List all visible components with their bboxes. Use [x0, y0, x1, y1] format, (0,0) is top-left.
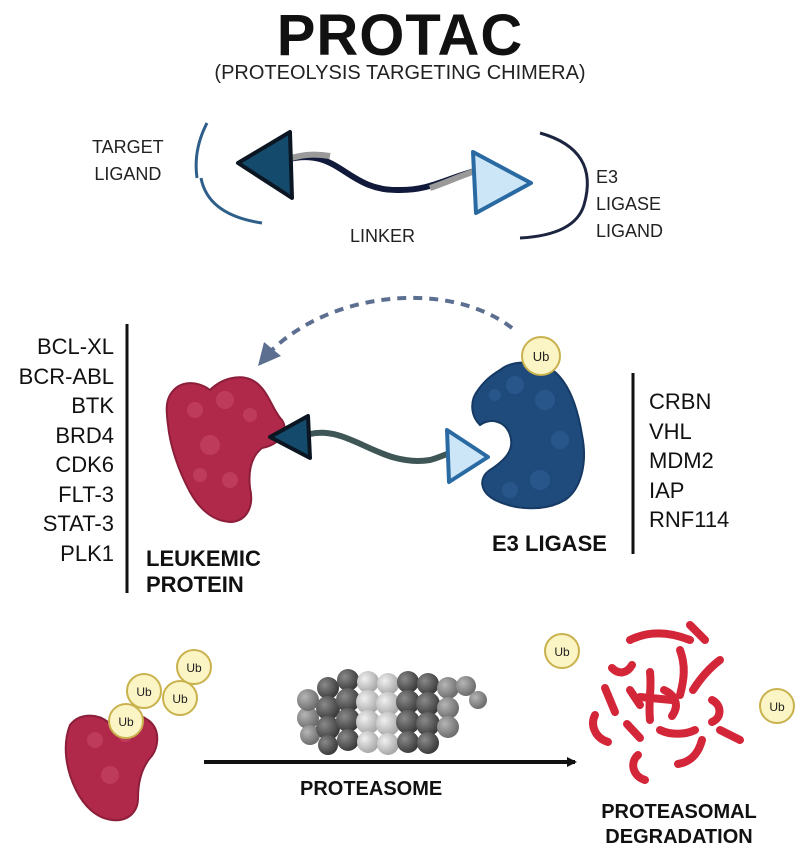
- list-item: RNF114: [649, 507, 730, 532]
- e3-ligase-ligand-label: E3 LIGASE LIGAND: [596, 164, 663, 245]
- svg-text:Ub: Ub: [554, 645, 570, 659]
- list-item: MDM2: [649, 448, 714, 473]
- ubiquitin-icon: Ub: [544, 633, 580, 669]
- leukemic-protein-texture: [187, 391, 257, 488]
- list-item: VHL: [649, 418, 692, 444]
- e3-ligase-texture: [489, 376, 569, 498]
- list-item: BCR-ABL: [18, 363, 114, 389]
- peptide-fragments: [589, 621, 744, 784]
- list-item: BTK: [71, 393, 114, 418]
- linker-label: LINKER: [350, 226, 416, 246]
- ubiquitin-icon: Ub: [162, 680, 198, 716]
- list-item: CDK6: [55, 452, 114, 477]
- ubiquitin-icon: Ub: [521, 336, 561, 376]
- leukemic-protein-label-line: LEUKEMIC: [146, 546, 261, 571]
- target-ligand-label-line: TARGET: [92, 137, 164, 157]
- proteasomal-degradation-label: PROTEASOMAL DEGRADATION: [584, 800, 774, 850]
- proteasome-label: PROTEASOME: [300, 778, 443, 800]
- leukemic-protein-label: LEUKEMIC PROTEIN: [146, 546, 261, 598]
- list-item: FLT-3: [58, 481, 114, 507]
- title: PROTAC: [276, 3, 524, 68]
- list-item: STAT-3: [42, 511, 114, 536]
- subtitle: (PROTEOLYSIS TARGETING CHIMERA): [214, 62, 586, 84]
- ubiquitin-icon: Ub: [126, 673, 162, 709]
- e3-ligase-list: CRBN VHL MDM2 IAP RNF114: [649, 387, 729, 535]
- e3-ligand-triangle-icon: [471, 150, 533, 215]
- ubiquitin-icon: Ub: [176, 649, 212, 685]
- svg-text:Ub: Ub: [186, 661, 202, 675]
- e3-ligase-shape: [471, 361, 586, 510]
- e3-ligand-label-line: LIGAND: [596, 221, 664, 241]
- e3-ligase-label: E3 LIGASE: [492, 531, 607, 556]
- svg-text:Ub: Ub: [769, 700, 785, 714]
- degradation-label-line: DEGRADATION: [605, 826, 753, 848]
- protac-linker: [309, 429, 454, 464]
- proteasome-icon: [297, 669, 487, 755]
- protac-e3-triangle-icon: [445, 428, 490, 484]
- svg-text:Ub: Ub: [172, 692, 188, 706]
- target-ligand-bracket: [194, 122, 263, 225]
- target-ligand-label: TARGET LIGAND: [92, 134, 164, 188]
- e3-ligand-bracket: [519, 131, 589, 240]
- leukemic-target-list: BCL-XL BCR-ABL BTK BRD4 CDK6 FLT-3 STAT-…: [10, 332, 114, 568]
- list-item: BRD4: [55, 422, 114, 448]
- list-item: BCL-XL: [36, 334, 114, 359]
- target-ligand-triangle-icon: [236, 130, 294, 200]
- e3-ligand-label-line: LIGASE: [596, 194, 662, 214]
- ubiquitin-icon: Ub: [108, 703, 144, 739]
- svg-text:Ub: Ub: [136, 685, 152, 699]
- linker-chain: [284, 154, 479, 194]
- leukemic-protein-label-line: PROTEIN: [146, 572, 244, 597]
- svg-text:Ub: Ub: [118, 715, 134, 729]
- degradation-label-line: PROTEASOMAL: [601, 801, 757, 823]
- protac-target-triangle-icon: [268, 414, 312, 460]
- e3-ligand-label-line: E3: [596, 167, 619, 187]
- svg-text:Ub: Ub: [533, 349, 550, 364]
- linker-segment: [429, 167, 479, 191]
- list-item: PLK1: [60, 540, 114, 566]
- dashed-arrow-head-icon: [258, 342, 281, 366]
- dashed-arrow: [266, 295, 514, 356]
- ubiquitin-icon: Ub: [759, 688, 795, 724]
- list-item: IAP: [649, 477, 685, 503]
- list-item: CRBN: [649, 389, 712, 414]
- target-ligand-label-line: LIGAND: [94, 164, 162, 184]
